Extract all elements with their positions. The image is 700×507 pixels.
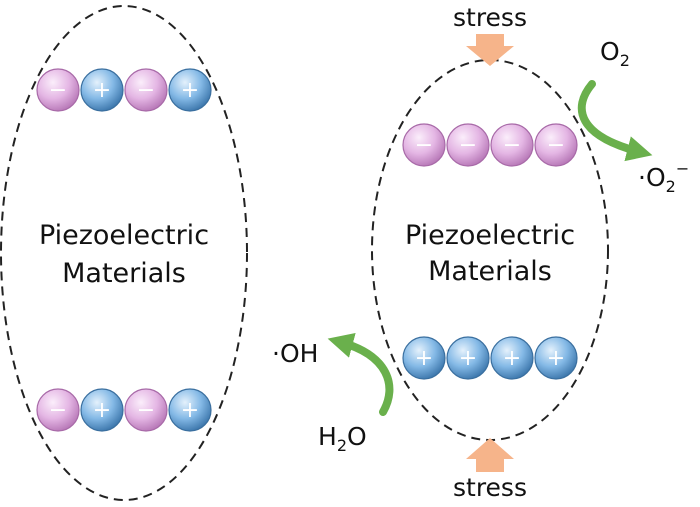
left-bottom-charge-row: − + − + (36, 388, 212, 432)
plus-sign: + (415, 346, 433, 371)
positive-charge-ball: + (168, 68, 212, 112)
positive-charge-ball: + (80, 68, 124, 112)
negative-charge-ball: − (490, 123, 534, 167)
plus-sign: + (547, 346, 565, 371)
minus-sign: − (49, 78, 67, 103)
right-top-charge-row: −−−− (402, 123, 578, 167)
plus-sign: + (93, 398, 111, 423)
minus-sign: − (503, 133, 521, 158)
oxygen-reduction-arrow (577, 80, 653, 162)
water-oxidation-arrow (327, 332, 394, 416)
positive-charge-ball: + (168, 388, 212, 432)
plus-sign: + (93, 78, 111, 103)
oxygen-label: O2 (600, 37, 630, 70)
stress-top-arrow (466, 34, 514, 66)
negative-charge-ball: − (402, 123, 446, 167)
right-panel: Piezoelectric Materials − − − − + + + + stress… (272, 3, 689, 502)
positive-charge-ball: + (80, 388, 124, 432)
negative-charge-ball: − (36, 388, 80, 432)
stress-bottom-label: stress (453, 473, 527, 502)
negative-charge-ball: − (124, 388, 168, 432)
minus-sign: − (137, 78, 155, 103)
negative-charge-ball: − (36, 68, 80, 112)
negative-charge-ball: − (446, 123, 490, 167)
plus-sign: + (459, 346, 477, 371)
hydroxyl-label: ·OH (272, 339, 318, 368)
positive-charge-ball: + (534, 336, 578, 380)
stress-top-label: stress (453, 3, 527, 32)
minus-sign: − (459, 133, 477, 158)
minus-sign: − (137, 398, 155, 423)
left-ellipse-outline (0, 5, 248, 501)
water-label: H2O (318, 422, 367, 455)
positive-charge-ball: + (402, 336, 446, 380)
left-label-line1: Piezoelectric (39, 220, 209, 251)
minus-sign: − (49, 398, 67, 423)
plus-sign: + (503, 346, 521, 371)
left-label-line2: Materials (62, 258, 186, 289)
minus-sign: − (547, 133, 565, 158)
stress-bottom-arrow (466, 438, 514, 472)
negative-charge-ball: − (124, 68, 168, 112)
negative-charge-ball: − (534, 123, 578, 167)
right-label-line2: Materials (428, 256, 552, 287)
positive-charge-ball: + (490, 336, 534, 380)
superoxide-label: ·O2− (638, 159, 689, 196)
plus-sign: + (181, 398, 199, 423)
minus-sign: − (415, 133, 433, 158)
right-bottom-charge-row: + + + + (402, 336, 578, 380)
left-panel: Piezoelectric Materials − + − + − + − + (0, 5, 248, 501)
positive-charge-ball: + (446, 336, 490, 380)
left-top-charge-row: − + − + (36, 68, 212, 112)
right-label-line1: Piezoelectric (405, 220, 575, 251)
plus-sign: + (181, 78, 199, 103)
